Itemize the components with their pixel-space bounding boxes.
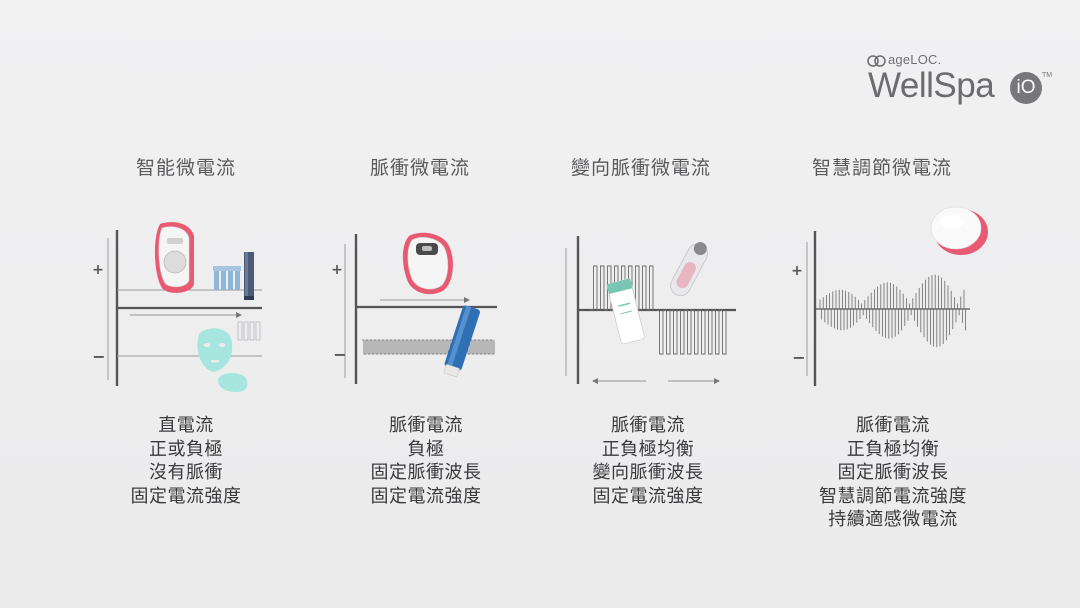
blue-tube-icon xyxy=(443,305,480,378)
pulse-wave-negative xyxy=(656,309,727,355)
galvanic-spa-device-icon xyxy=(154,222,194,293)
pulse-train xyxy=(656,309,727,355)
smart-pulse-wave xyxy=(819,274,966,348)
desc-line: 固定電流強度 xyxy=(370,485,482,507)
diagram-2: + − xyxy=(331,232,497,384)
desc-line: 智慧調節電流強度 xyxy=(819,485,967,507)
diagram-1: + − xyxy=(92,222,262,392)
pulse-device-icon xyxy=(402,232,453,295)
desc-line: 正或負極 xyxy=(149,438,223,460)
serum-bottle-icon xyxy=(606,278,645,345)
plus-sign: + xyxy=(791,263,803,279)
round-device-icon xyxy=(930,206,988,255)
serum-vials-icon xyxy=(213,266,241,290)
column-2-title: 脈衝微電流 xyxy=(369,157,470,179)
desc-line: 脈衝電流 xyxy=(611,415,685,436)
column-1-description: 直電流 正或負極 沒有脈衝 固定電流強度 xyxy=(66,414,306,508)
desc-line: 持續適感微電流 xyxy=(828,509,958,530)
desc-line: 沒有脈衝 xyxy=(149,462,223,483)
face-mask-icon xyxy=(197,328,248,392)
minus-sign: − xyxy=(92,347,105,366)
minus-sign: − xyxy=(333,345,346,364)
brand-small-text: ageLOC. xyxy=(888,52,942,67)
desc-line: 正負極均衡 xyxy=(846,438,940,460)
desc-line: 脈衝電流 xyxy=(856,415,930,436)
brand-logo: ageLOC. WellSpa iO TM xyxy=(866,52,1056,112)
desc-line: 負極 xyxy=(407,438,445,460)
desc-line: 變向脈衝波長 xyxy=(592,462,704,483)
brand-tm: TM xyxy=(1042,72,1053,79)
pulse-train xyxy=(590,265,654,311)
diagram-4: + − xyxy=(791,206,988,386)
plus-sign: + xyxy=(331,262,343,278)
ampoules-icon xyxy=(237,321,261,341)
desc-line: 直電流 xyxy=(158,415,214,436)
wand-device-icon xyxy=(670,242,708,297)
brand-rings-icon xyxy=(867,55,886,67)
desc-line: 固定電流強度 xyxy=(130,485,242,507)
desc-line: 固定電流強度 xyxy=(592,485,704,507)
minus-sign: − xyxy=(792,348,805,367)
desc-line: 固定脈衝波長 xyxy=(837,462,949,483)
diagram-3 xyxy=(565,236,736,384)
pulse-wave-positive xyxy=(590,265,654,311)
column-3-description: 脈衝電流 正負極均衡 變向脈衝波長 固定電流強度 xyxy=(528,414,768,508)
pulse-wave-negative xyxy=(362,339,495,355)
column-2-description: 脈衝電流 負極 固定脈衝波長 固定電流強度 xyxy=(306,414,546,508)
plus-sign: + xyxy=(92,262,104,278)
brand-badge: iO xyxy=(1010,72,1042,104)
column-4-description: 脈衝電流 正負極均衡 固定脈衝波長 智慧調節電流強度 持續適感微電流 xyxy=(773,414,1013,532)
brand-name: WellSpa xyxy=(868,66,995,105)
column-1-title: 智能微電流 xyxy=(135,157,236,179)
pulse-train xyxy=(362,339,495,355)
desc-line: 固定脈衝波長 xyxy=(370,462,482,483)
column-4-title: 智慧調節微電流 xyxy=(811,157,952,179)
gel-tube-icon xyxy=(244,252,254,300)
desc-line: 脈衝電流 xyxy=(389,415,463,436)
desc-line: 正負極均衡 xyxy=(601,438,695,460)
column-3-title: 變向脈衝微電流 xyxy=(570,157,711,179)
